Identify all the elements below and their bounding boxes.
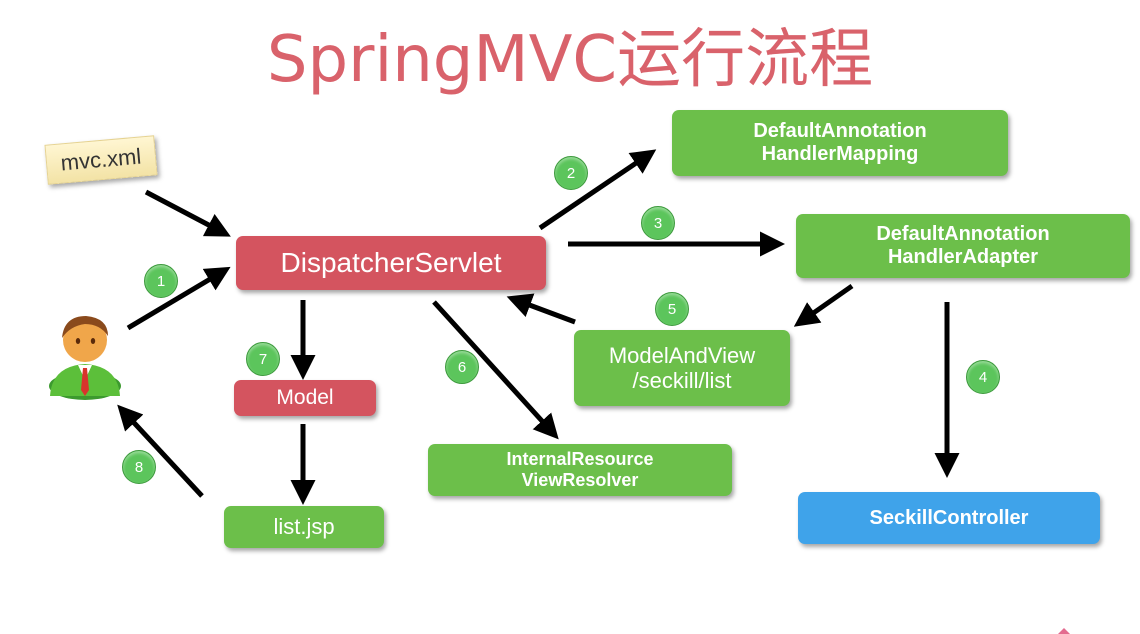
handler-adapter-label-line1: DefaultAnnotation (876, 223, 1050, 245)
arrow-step1-user-to-dispatcher (126, 266, 231, 331)
dispatcher-servlet-box: DispatcherServlet (236, 236, 546, 290)
step-8-badge: 8 (122, 450, 156, 484)
step-6-badge: 6 (445, 350, 479, 384)
step-1-badge: 1 (144, 264, 178, 298)
list-jsp-label: list.jsp (273, 514, 335, 540)
user-icon (49, 316, 121, 400)
seckill-controller-label: SeckillController (869, 506, 1029, 529)
list-jsp-box: list.jsp (224, 506, 384, 548)
arrow-mvcxml-to-dispatcher (144, 189, 231, 237)
seckill-controller-box: SeckillController (798, 492, 1100, 544)
step-4-badge: 4 (966, 360, 1000, 394)
model-box: Model (234, 380, 376, 416)
arrow-step2-to-handler-mapping (538, 149, 657, 231)
arrow-step6-to-view-resolver (432, 300, 559, 440)
dispatcher-servlet-label: DispatcherServlet (280, 246, 502, 278)
handler-mapping-label-line2: HandlerMapping (761, 143, 919, 165)
model-and-view-label-line2: /seckill/list (632, 368, 732, 393)
handler-mapping-box: DefaultAnnotation HandlerMapping (672, 110, 1008, 176)
handler-adapter-box: DefaultAnnotation HandlerAdapter (796, 214, 1130, 278)
corner-mark (1058, 628, 1070, 634)
diagram-title: SpringMVC运行流程 (266, 23, 874, 97)
view-resolver-box: InternalResource ViewResolver (428, 444, 732, 496)
model-and-view-label-line1: ModelAndView (608, 342, 756, 368)
model-label: Model (276, 385, 334, 409)
view-resolver-label-line2: ViewResolver (521, 470, 639, 490)
step-2-badge: 2 (554, 156, 588, 190)
arrow-adapter-to-modelandview (793, 283, 854, 327)
model-and-view-box: ModelAndView /seckill/list (574, 330, 790, 406)
handler-adapter-label-line2: HandlerAdapter (887, 246, 1039, 268)
arrow-step8-listjsp-to-user (117, 404, 204, 498)
view-resolver-label-line1: InternalResource (506, 449, 654, 470)
step-7-badge: 7 (246, 342, 280, 376)
arrow-step5-to-dispatcher (506, 293, 576, 325)
handler-mapping-label-line1: DefaultAnnotation (753, 120, 927, 142)
step-3-badge: 3 (641, 206, 675, 240)
step-5-badge: 5 (655, 292, 689, 326)
